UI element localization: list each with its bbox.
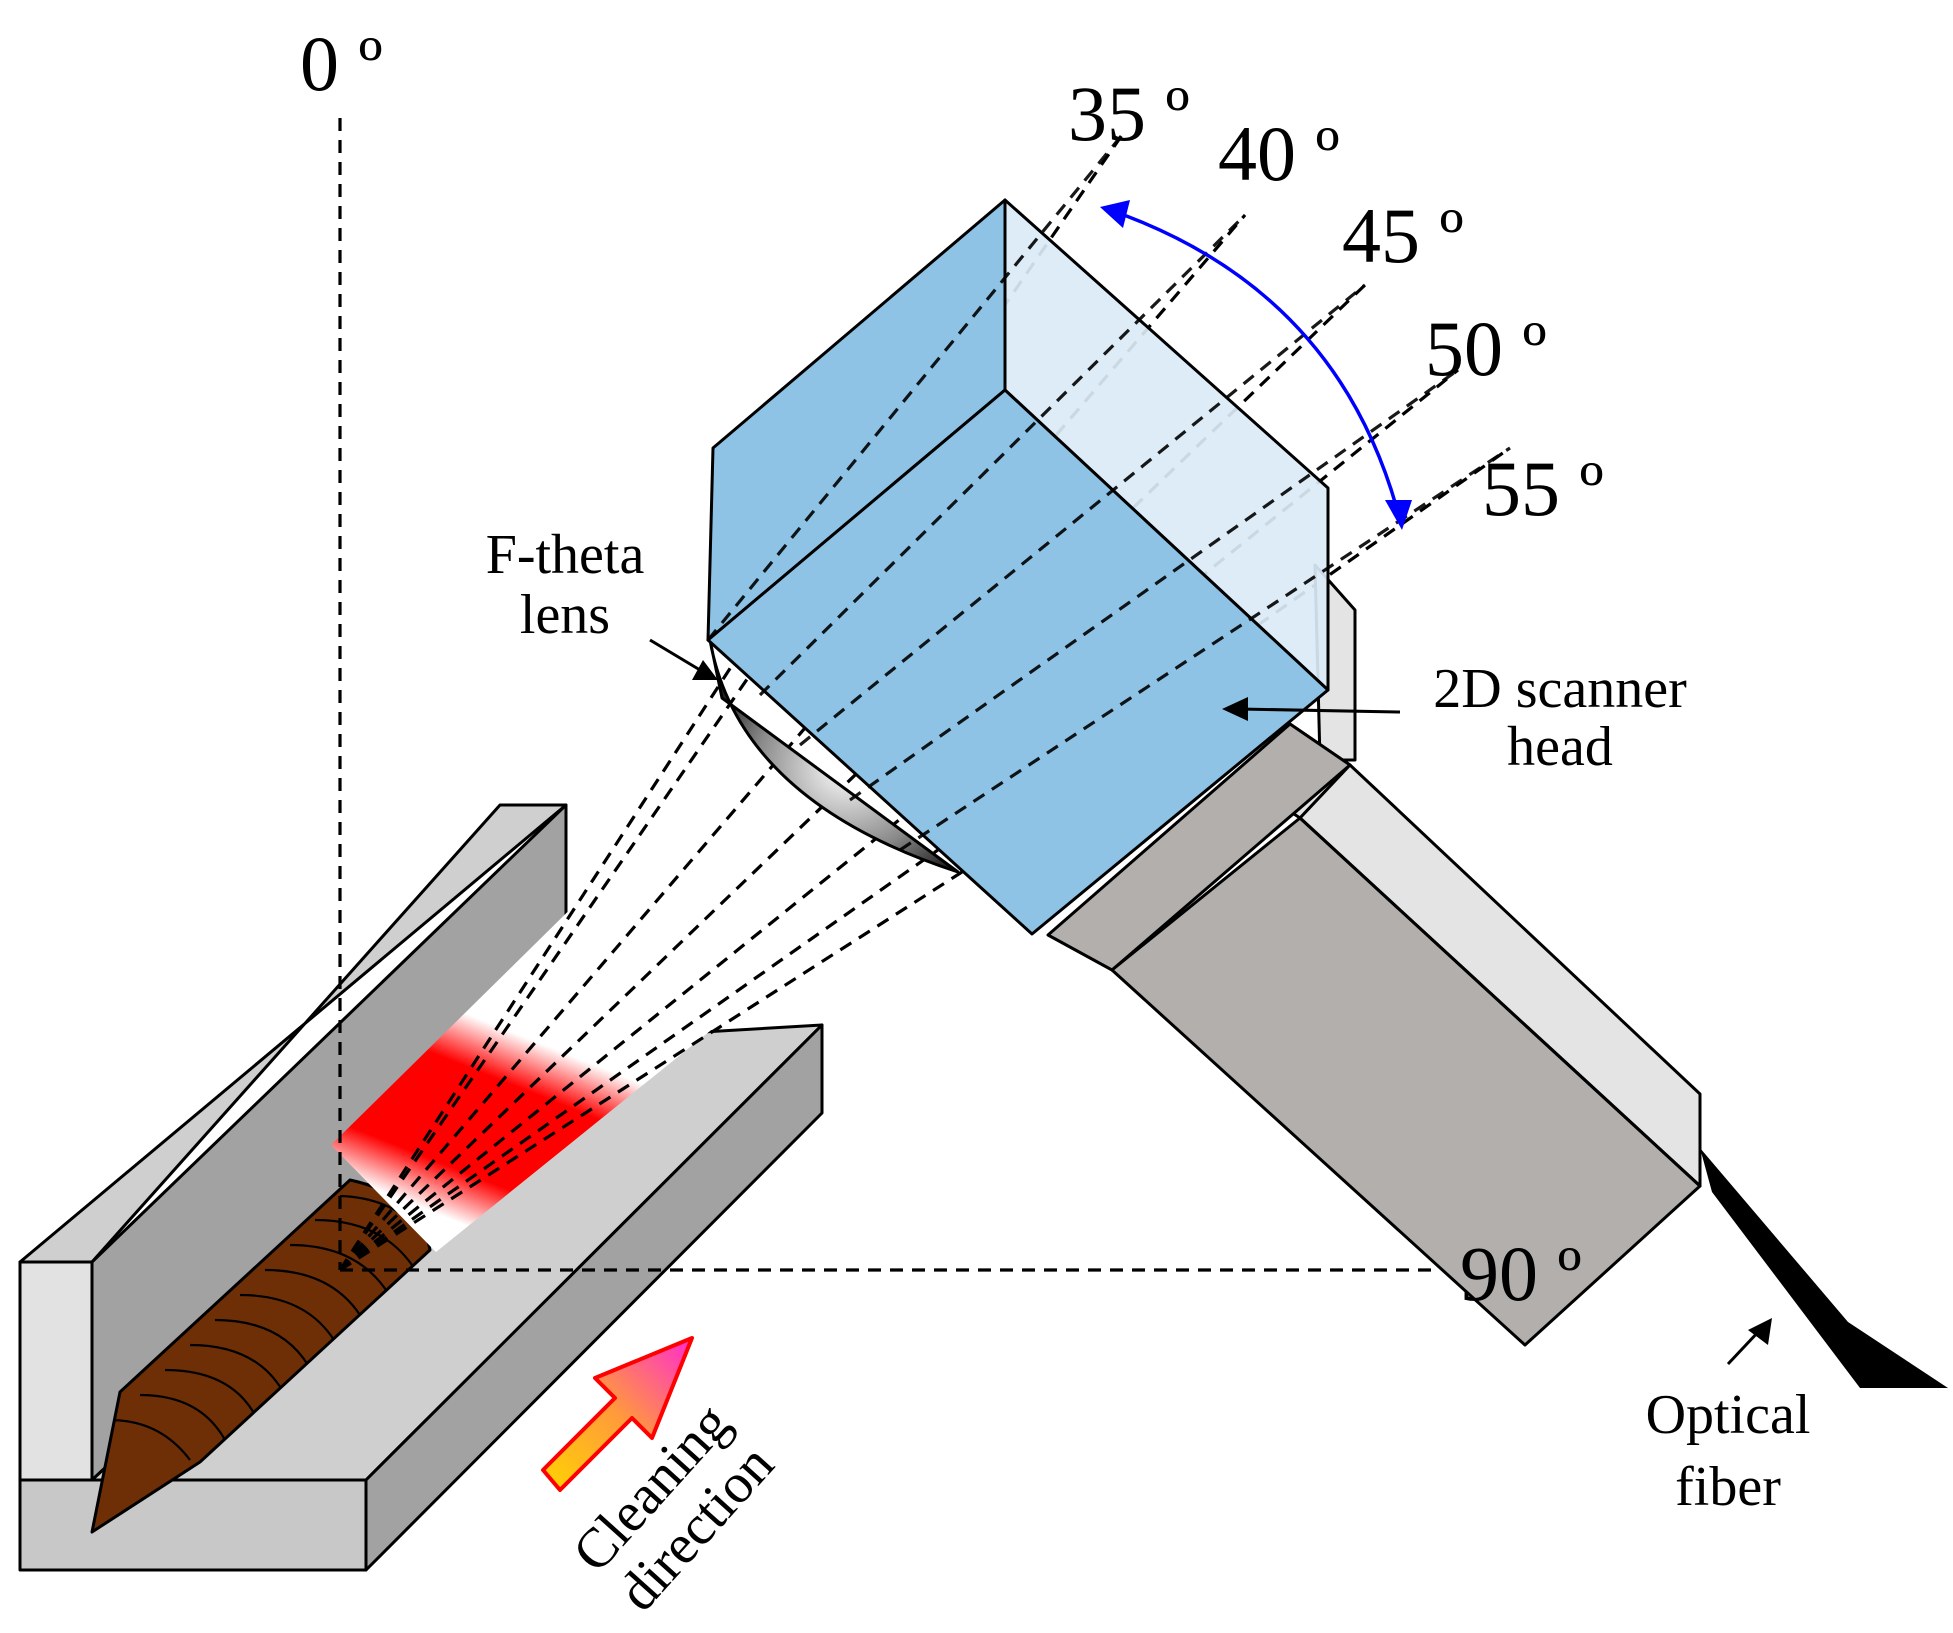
f-theta-lens-label-line1: F-theta [486, 524, 645, 586]
angle-label-0: 0 º [300, 20, 383, 107]
tilt-range-arrowhead-end [1385, 500, 1412, 530]
scanner-head-label-line2: head [1507, 716, 1613, 778]
optical-fiber [1700, 1148, 1948, 1388]
tilt-range-arrowhead-start [1100, 200, 1130, 228]
angle-labels: 0 º 35 º 40 º 45 º 50 º 55 º 90 º [300, 20, 1604, 1317]
scanner-body-edge [1298, 816, 1702, 1188]
optical-fiber-leader-head [1748, 1318, 1772, 1345]
vertical-plate-front-face [18, 1260, 94, 1482]
optical-fiber-label-line2: fiber [1675, 1456, 1781, 1518]
angle-label-50: 50 º [1425, 305, 1547, 392]
f-theta-lens-leader-head [692, 660, 718, 680]
angle-label-55: 55 º [1482, 445, 1604, 532]
cleaning-direction-arrow [541, 1336, 694, 1492]
scanner-head-leader [1239, 707, 1401, 714]
optical-fiber-cable [1700, 1148, 1948, 1388]
optical-fiber-label-line1: Optical [1646, 1384, 1811, 1446]
f-theta-lens-label-line2: lens [520, 584, 610, 646]
f-theta-lens-dome [708, 638, 960, 874]
ray-40-degree [338, 213, 1247, 1272]
angle-label-90: 90 º [1460, 1230, 1582, 1317]
angle-label-45: 45 º [1342, 192, 1464, 279]
scanner-head-leader-head [1222, 697, 1248, 721]
tilt-range-arrow [1100, 200, 1412, 530]
f-theta-lens [708, 638, 960, 874]
angle-label-40: 40 º [1218, 110, 1340, 197]
scanner-head-label-line1: 2D scanner [1433, 658, 1687, 720]
ray-45-degree [338, 283, 1367, 1272]
base-plate-side-face [364, 1023, 824, 1572]
tilt-range-arc [1109, 208, 1402, 521]
leader-arrows [649, 638, 1772, 1366]
f-theta-lens-leader [649, 638, 706, 675]
cleaning-direction-arrow-shape [541, 1336, 694, 1492]
scanner-head-body [1046, 563, 1702, 1347]
angle-label-35: 35 º [1068, 70, 1190, 157]
scanner-cube [706, 133, 1511, 936]
base-plate-front-face [18, 1478, 368, 1572]
optical-fiber-leader [1726, 1328, 1762, 1366]
